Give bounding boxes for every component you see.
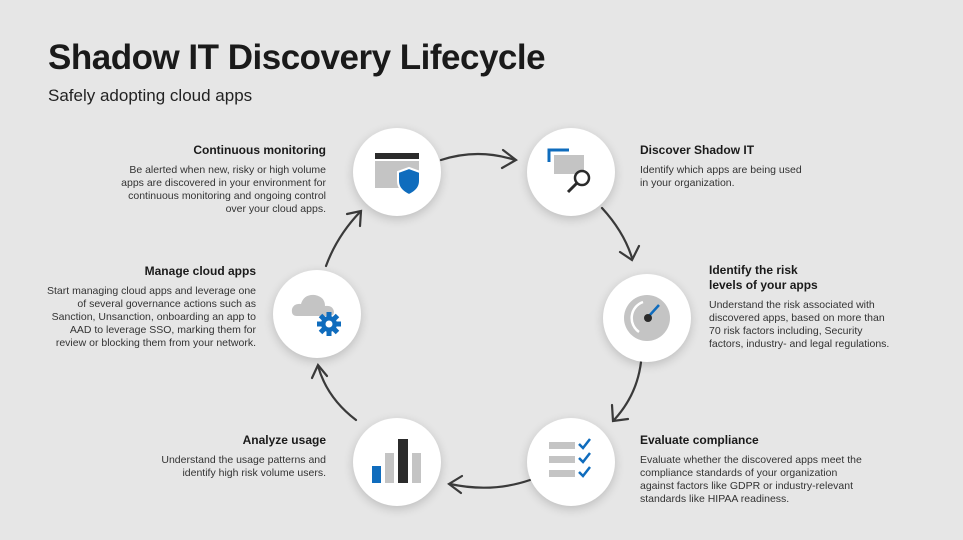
node-discover-shadow-it — [527, 128, 615, 216]
step-title: Discover Shadow IT — [640, 143, 755, 157]
page-title: Shadow IT Discovery Lifecycle — [48, 38, 546, 77]
step-continuous-monitoring: Continuous monitoring Be alerted when ne… — [118, 143, 326, 216]
cloud-gear-icon — [291, 294, 341, 336]
step-body: Be alerted when new, risky or high volum… — [121, 164, 326, 215]
arrow-risk-to-compliance — [612, 360, 643, 422]
step-title: Analyze usage — [242, 433, 326, 447]
monitor-search-icon — [547, 148, 591, 194]
step-body: Start managing cloud apps and leverage o… — [47, 285, 256, 349]
arrow-monitoring-to-discover — [439, 152, 517, 162]
node-identify-risk — [603, 274, 691, 362]
step-manage-cloud-apps: Manage cloud apps Start managing cloud a… — [40, 264, 256, 350]
node-evaluate-compliance — [527, 418, 615, 506]
node-analyze-usage — [353, 418, 441, 506]
step-analyze-usage: Analyze usage Understand the usage patte… — [150, 433, 326, 480]
arrow-discover-to-risk — [600, 206, 634, 260]
step-body: Understand the usage patterns and identi… — [161, 454, 326, 479]
arrow-manage-to-monitoring — [324, 210, 362, 268]
page-subtitle: Safely adopting cloud apps — [48, 86, 253, 105]
arrow-compliance-to-usage — [448, 478, 532, 489]
window-shield-icon — [375, 153, 421, 197]
step-title: Continuous monitoring — [193, 143, 326, 157]
step-body: Identify which apps are being used in yo… — [640, 164, 802, 189]
node-manage-cloud-apps — [273, 270, 361, 358]
step-identify-risk: Identify the risk levels of your apps Un… — [709, 263, 899, 351]
bar-chart-icon — [372, 439, 421, 483]
gauge-icon — [624, 295, 670, 341]
step-title: Evaluate compliance — [640, 433, 759, 447]
checklist-icon — [549, 438, 591, 478]
step-title: Manage cloud apps — [144, 264, 256, 278]
step-title: Identify the risk levels of your apps — [709, 263, 818, 292]
step-discover-shadow-it: Discover Shadow IT Identify which apps a… — [640, 143, 810, 190]
node-continuous-monitoring — [353, 128, 441, 216]
step-body: Evaluate whether the discovered apps mee… — [640, 454, 862, 505]
step-body: Understand the risk associated with disc… — [709, 299, 890, 350]
arrow-usage-to-manage — [316, 364, 358, 422]
step-evaluate-compliance: Evaluate compliance Evaluate whether the… — [640, 433, 870, 506]
